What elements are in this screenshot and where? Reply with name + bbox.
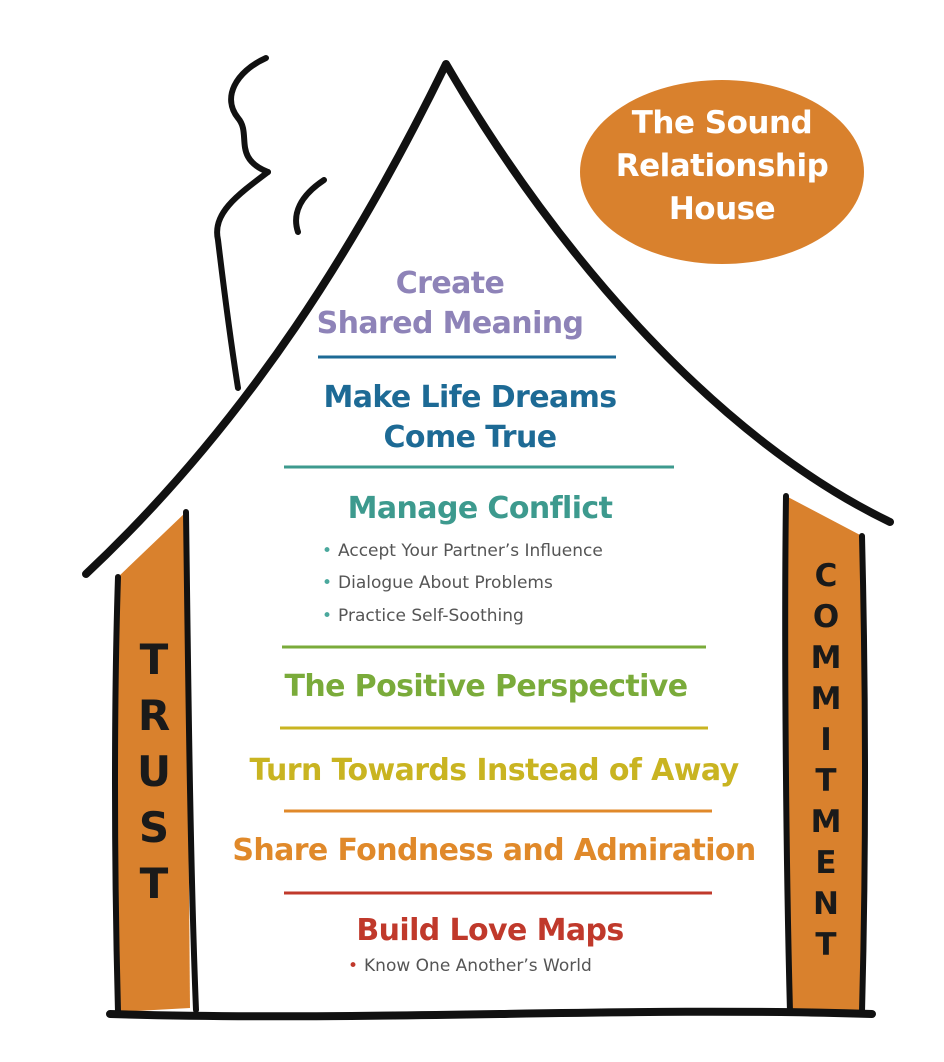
roof: [82, 60, 894, 578]
commitment-letter-5: I: [820, 722, 832, 758]
level-share-fondness: Share Fondness and Admiration: [204, 832, 784, 870]
right-wall-inner: [782, 493, 793, 1015]
trust-letter-4: S: [138, 803, 170, 852]
level-make-life-dreams: Make Life Dreams Come True: [180, 378, 760, 458]
title-oval: [580, 80, 864, 264]
conflict-item-1-text: Accept Your Partner’s Influence: [338, 541, 603, 561]
title: The Sound Relationship House: [580, 102, 864, 231]
level-6-line-1: Share Fondness and Admiration: [232, 833, 756, 868]
left-wall-inner: [183, 509, 199, 1013]
title-line-2: Relationship: [615, 148, 829, 184]
conflict-item-2: •Dialogue About Problems: [322, 573, 553, 593]
level-manage-conflict: Manage Conflict: [190, 490, 770, 528]
level-4-line-1: The Positive Perspective: [284, 669, 688, 704]
trust-pillar: [118, 512, 190, 1012]
trust-letter-5: T: [139, 859, 169, 908]
commitment-label: C O M M I T M E N T: [796, 556, 856, 966]
trust-letter-1: T: [139, 635, 169, 684]
commitment-letter-2: O: [812, 599, 840, 635]
conflict-item-3-text: Practice Self-Soothing: [338, 606, 524, 626]
left-wall-outer: [112, 574, 121, 1015]
trust-letter-3: U: [136, 747, 172, 796]
commitment-letter-8: E: [815, 845, 837, 881]
commitment-pillar: [786, 496, 862, 1012]
love-maps-item-1: •Know One Another’s World: [348, 956, 592, 976]
level-3-line-1: Manage Conflict: [347, 491, 613, 526]
level-turn-towards: Turn Towards Instead of Away: [204, 752, 784, 790]
conflict-item-1: •Accept Your Partner’s Influence: [322, 541, 603, 561]
level-create-shared-meaning: Create Shared Meaning: [160, 264, 740, 344]
level-2-line-2: Come True: [383, 420, 558, 455]
title-line-1: The Sound: [631, 105, 813, 141]
floor: [106, 1007, 876, 1021]
commitment-letter-9: N: [813, 886, 839, 922]
commitment-letter-3: M: [810, 640, 842, 676]
commitment-letter-4: M: [810, 681, 842, 717]
trust-letter-2: R: [137, 691, 171, 740]
level-positive-perspective: The Positive Perspective: [196, 668, 776, 706]
level-5-line-1: Turn Towards Instead of Away: [249, 753, 739, 788]
conflict-item-3: •Practice Self-Soothing: [322, 606, 524, 626]
commitment-letter-6: T: [815, 763, 837, 799]
title-line-3: House: [668, 191, 776, 227]
chimney: [214, 169, 327, 391]
level-7-line-1: Build Love Maps: [356, 913, 624, 948]
trust-label: T R U S T: [126, 632, 182, 912]
commitment-letter-10: T: [815, 927, 837, 963]
right-wall-outer: [859, 533, 868, 1015]
commitment-letter-7: M: [810, 804, 842, 840]
love-maps-item-1-text: Know One Another’s World: [364, 956, 592, 976]
level-build-love-maps: Build Love Maps: [200, 912, 780, 950]
chimney-smoke: [228, 55, 271, 175]
conflict-item-2-text: Dialogue About Problems: [338, 573, 553, 593]
level-2-line-1: Make Life Dreams: [323, 380, 617, 415]
commitment-letter-1: C: [814, 558, 838, 594]
level-1-line-1: Create: [395, 266, 505, 301]
level-1-line-2: Shared Meaning: [316, 306, 584, 341]
